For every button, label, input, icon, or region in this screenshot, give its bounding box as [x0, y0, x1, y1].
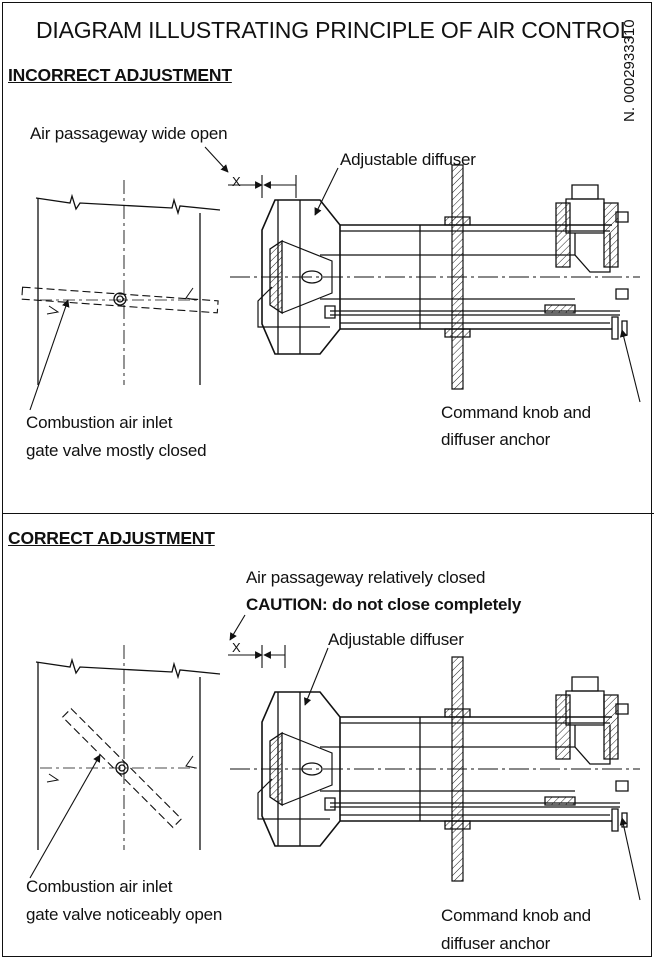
diagram-title: DIAGRAM ILLUSTRATING PRINCIPLE OF AIR CO… — [36, 17, 633, 43]
valve-label-top-line1: Combustion air inlet — [26, 413, 173, 432]
leaders-correct — [30, 615, 640, 900]
heading-incorrect: INCORRECT ADJUSTMENT — [8, 65, 232, 85]
passageway-label-top: Air passageway wide open — [30, 124, 228, 143]
valve-label-bottom-line1: Combustion air inlet — [26, 877, 173, 896]
knob-label-top-line2: diffuser anchor — [441, 430, 551, 449]
passageway-label-bottom: Air passageway relatively closed — [246, 568, 486, 587]
knob-label-bottom-line2: diffuser anchor — [441, 934, 551, 953]
air-inlet-box-correct — [36, 645, 220, 850]
caution-label: CAUTION: do not close completely — [246, 595, 522, 614]
leaders-incorrect — [30, 147, 640, 410]
valve-label-top-line2: gate valve mostly closed — [26, 441, 207, 460]
valve-label-bottom-line2: gate valve noticeably open — [26, 905, 223, 924]
burner-assembly-correct — [229, 656, 641, 882]
diffuser-label-bottom: Adjustable diffuser — [328, 630, 464, 649]
gap-label-bottom: X — [232, 640, 241, 655]
gap-label-top: X — [232, 174, 241, 189]
knob-label-top-line1: Command knob and — [441, 403, 591, 422]
heading-correct: CORRECT ADJUSTMENT — [8, 528, 215, 548]
knob-label-bottom-line1: Command knob and — [441, 906, 591, 925]
burner-assembly-incorrect — [229, 164, 641, 390]
panel-divider — [2, 513, 654, 514]
air-inlet-box-incorrect — [22, 180, 220, 385]
diffuser-label-top: Adjustable diffuser — [340, 150, 476, 169]
